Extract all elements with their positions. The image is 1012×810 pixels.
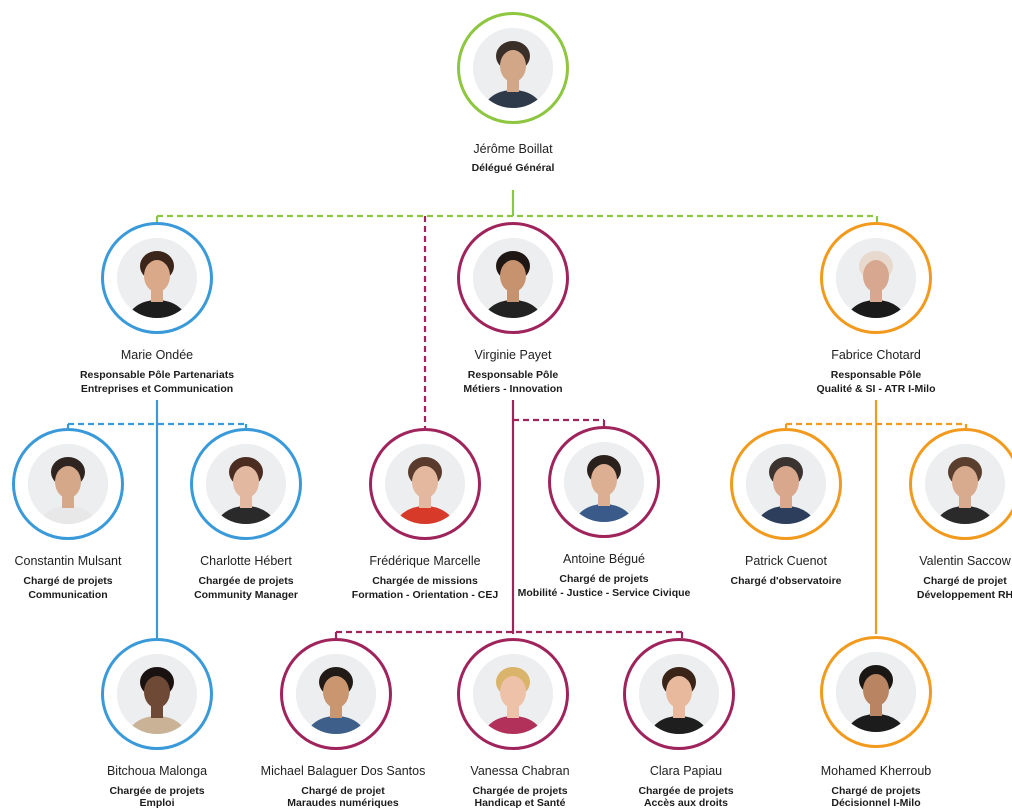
person-card-jerome-boillat: Jérôme Boillat Délégué Général <box>393 12 633 182</box>
connector-purple <box>334 216 684 638</box>
person-role: Chargé de projet <box>923 575 1007 587</box>
person-card-constantin-mulsant: Constantin Mulsant Chargé de projets Com… <box>0 428 188 608</box>
person-name: Valentin Saccow <box>919 554 1011 568</box>
person-role: Chargé de projet <box>301 785 385 797</box>
avatar <box>473 654 553 734</box>
person-portrait-icon <box>473 238 553 318</box>
person-role-detail: Emploi <box>139 797 175 809</box>
person-portrait-icon <box>296 654 376 734</box>
person-card-virginie-payet: Virginie Payet Responsable Pôle Métiers … <box>393 222 633 402</box>
avatar <box>639 654 719 734</box>
person-role-detail: Accès aux droits <box>643 797 729 809</box>
person-name: Vanessa Chabran <box>470 764 570 778</box>
person-card-charlotte-hebert: Charlotte Hébert Chargée de projets Comm… <box>126 428 366 608</box>
person-name: Virginie Payet <box>474 348 552 362</box>
avatar <box>746 444 826 524</box>
person-name: Jérôme Boillat <box>473 142 553 156</box>
person-card-fabrice-chotard: Fabrice Chotard Responsable Pôle Qualité… <box>756 222 996 402</box>
person-name: Michael Balaguer Dos Santos <box>260 764 426 778</box>
avatar <box>925 444 1005 524</box>
person-portrait-icon <box>639 654 719 734</box>
person-card-patrick-cuenot: Patrick Cuenot Chargé d'observatoire <box>666 428 906 608</box>
person-card-valentin-saccow: Valentin Saccow Chargé de projet Dévelop… <box>845 428 1012 608</box>
person-role: Chargée de projets <box>638 785 734 797</box>
person-role-detail: Développement RH <box>916 589 1012 601</box>
person-role: Chargée de projets <box>472 785 568 797</box>
person-portrait-icon <box>473 654 553 734</box>
avatar <box>473 238 553 318</box>
person-card-frederique-marcelle: Frédérique Marcelle Chargée de missions … <box>305 428 545 608</box>
person-name: Fabrice Chotard <box>831 348 921 362</box>
person-name: Antoine Bégué <box>562 552 645 566</box>
person-portrait-icon <box>206 444 286 524</box>
person-role-detail: Formation - Orientation - CEJ <box>351 589 499 601</box>
connector-orange <box>784 400 968 634</box>
person-role-detail: Maraudes numériques <box>287 797 399 809</box>
person-role: Responsable Pôle Partenariats <box>79 369 235 381</box>
person-role: Chargé de projets <box>559 573 649 585</box>
person-card-michael-balaguer: Michael Balaguer Dos Santos Chargé de pr… <box>223 638 463 810</box>
person-name: Charlotte Hébert <box>200 554 292 568</box>
person-portrait-icon <box>473 28 553 108</box>
person-name: Marie Ondée <box>120 348 194 362</box>
avatar <box>296 654 376 734</box>
person-role-detail: Mobilité - Justice - Service Civique <box>517 587 691 599</box>
person-card-bitchoua-malonga: Bitchoua Malonga Chargée de projets Empl… <box>37 638 277 810</box>
person-role: Chargé de projets <box>23 575 113 587</box>
person-portrait-icon <box>925 444 1005 524</box>
avatar <box>836 238 916 318</box>
person-card-vanessa-chabran: Vanessa Chabran Chargée de projets Handi… <box>400 638 640 810</box>
person-role-detail: Qualité & SI - ATR I-Milo <box>816 383 936 395</box>
person-portrait-icon <box>117 238 197 318</box>
person-card-mohamed-kherroub: Mohamed Kherroub Chargé de projets Décis… <box>756 636 996 810</box>
person-name: Constantin Mulsant <box>14 554 122 568</box>
person-role-detail: Community Manager <box>194 589 298 601</box>
person-portrait-icon <box>836 652 916 732</box>
person-role: Chargé de projets <box>831 785 921 797</box>
person-card-antoine-begue: Antoine Bégué Chargé de projets Mobilité… <box>484 426 724 606</box>
person-portrait-icon <box>746 444 826 524</box>
person-name: Patrick Cuenot <box>745 554 827 568</box>
person-role: Chargée de projets <box>109 785 205 797</box>
person-name: Bitchoua Malonga <box>106 764 208 778</box>
person-role-detail: Métiers - Innovation <box>463 383 563 395</box>
person-portrait-icon <box>564 442 644 522</box>
person-card-clara-papiau: Clara Papiau Chargée de projets Accès au… <box>566 638 806 810</box>
avatar <box>385 444 465 524</box>
person-name: Frédérique Marcelle <box>369 554 481 568</box>
avatar <box>206 444 286 524</box>
person-role-detail: Entreprises et Communication <box>80 383 234 395</box>
person-portrait-icon <box>385 444 465 524</box>
avatar <box>117 238 197 318</box>
person-role-detail: Communication <box>28 589 108 601</box>
person-role-detail: Décisionnel I-Milo <box>831 797 921 809</box>
avatar <box>28 444 108 524</box>
person-card-marie-ondee: Marie Ondée Responsable Pôle Partenariat… <box>37 222 277 402</box>
person-role: Chargée de missions <box>372 575 478 587</box>
person-portrait-icon <box>836 238 916 318</box>
person-role: Délégué Général <box>471 162 555 174</box>
person-role: Responsable Pôle <box>830 369 922 381</box>
person-name: Clara Papiau <box>649 764 723 778</box>
person-role: Chargée de projets <box>198 575 294 587</box>
avatar <box>117 654 197 734</box>
person-name: Mohamed Kherroub <box>820 764 932 778</box>
person-role-detail: Handicap et Santé <box>474 797 566 809</box>
person-portrait-icon <box>117 654 197 734</box>
person-role: Responsable Pôle <box>467 369 559 381</box>
avatar <box>473 28 553 108</box>
avatar <box>564 442 644 522</box>
person-portrait-icon <box>28 444 108 524</box>
avatar <box>836 652 916 732</box>
person-role: Chargé d'observatoire <box>730 575 842 587</box>
connector-director <box>155 190 879 222</box>
